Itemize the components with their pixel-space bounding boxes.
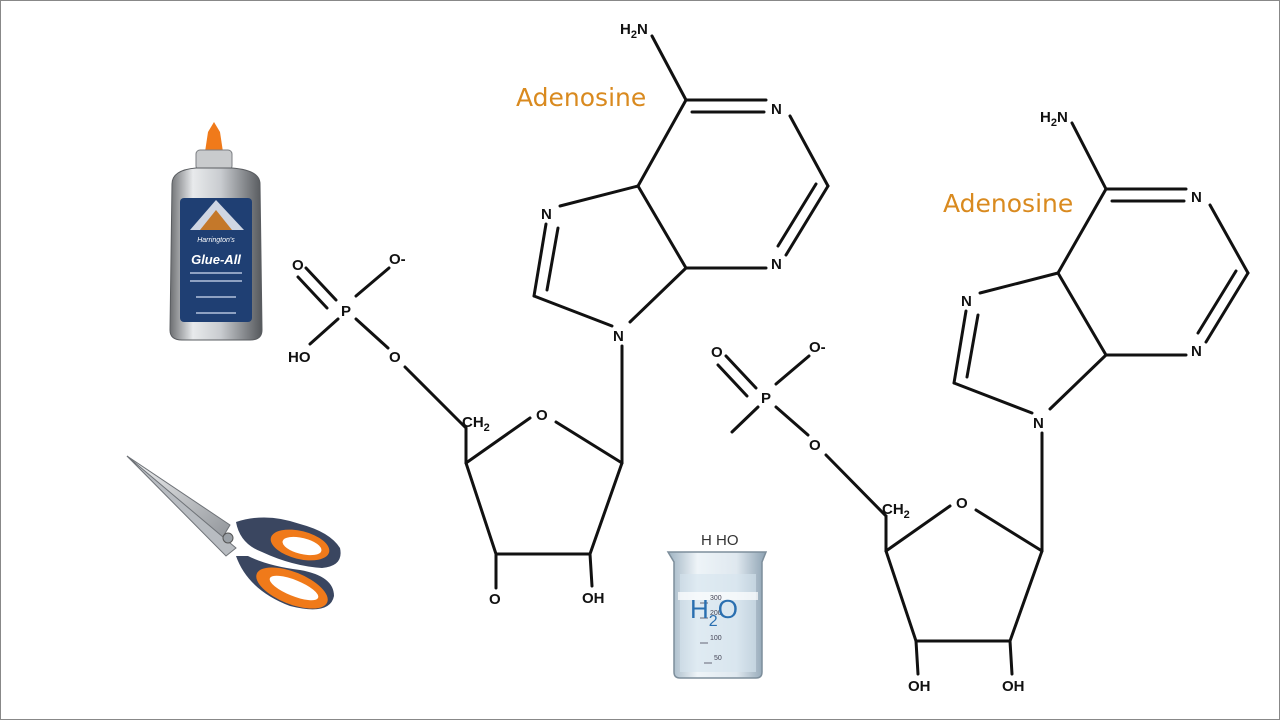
- left-amine-label: H2N: [620, 21, 648, 41]
- right-amine-label: H2N: [1040, 109, 1068, 129]
- beaker-mark-50: 50: [714, 655, 722, 662]
- glue-brand-text: Harrington's: [197, 237, 235, 244]
- water-beaker: H HO 300 200 100 50 H2O: [666, 532, 768, 679]
- left-2prime-hydroxyl: OH: [582, 590, 605, 607]
- beaker-mark-200: 200: [710, 610, 722, 617]
- removed-water-atoms: H HO: [701, 532, 739, 549]
- water-formula: H2O: [690, 594, 738, 630]
- right-adenosine-label: Adenosine: [943, 189, 1073, 218]
- left-n7-label: N: [541, 206, 552, 223]
- left-nucleotide: H2N N N N N O O- P HO O CH2 O O OH Adeno…: [288, 21, 830, 608]
- left-phosphate-o-double: O: [292, 257, 304, 274]
- right-2prime-hydroxyl: OH: [1002, 678, 1025, 695]
- right-ring-oxygen: O: [956, 495, 968, 512]
- left-ch2-label: CH2: [462, 414, 490, 434]
- left-phosphate-o-minus: O-: [389, 251, 406, 268]
- right-nucleotide: H2N N N N N O O- P O CH2 O OH OH Adenosi…: [711, 109, 1250, 695]
- right-phosphate-o-double: O: [711, 344, 723, 361]
- right-bonds: [716, 121, 1250, 676]
- right-ch2-label: CH2: [882, 501, 910, 521]
- left-n3-label: N: [771, 256, 782, 273]
- scissors-image: [126, 455, 341, 610]
- right-phosphorus: P: [761, 390, 771, 407]
- left-ester-oxygen: O: [389, 349, 401, 366]
- left-phosphate-hydroxyl: HO: [288, 349, 311, 366]
- left-ring-oxygen: O: [536, 407, 548, 424]
- left-adenosine-label: Adenosine: [516, 83, 646, 112]
- left-3prime-oxygen: O: [489, 591, 501, 608]
- right-n7-label: N: [961, 293, 972, 310]
- left-bonds: [296, 34, 830, 590]
- beaker-mark-100: 100: [710, 635, 722, 642]
- right-n3-label: N: [1191, 343, 1202, 360]
- right-n9-label: N: [1033, 415, 1044, 432]
- left-n9-label: N: [613, 328, 624, 345]
- right-ester-oxygen: O: [809, 437, 821, 454]
- left-phosphorus: P: [341, 303, 351, 320]
- right-phosphate-o-minus: O-: [809, 339, 826, 356]
- right-3prime-hydroxyl: OH: [908, 678, 931, 695]
- right-atoms: H2N N N N N O O- P O CH2 O OH OH Adenosi…: [711, 109, 1202, 695]
- glue-bottle-image: Harrington's Glue-All: [169, 122, 263, 341]
- right-n1-label: N: [1191, 189, 1202, 206]
- glue-product-text: Glue-All: [191, 252, 241, 267]
- beaker-mark-300: 300: [710, 595, 722, 602]
- left-n1-label: N: [771, 101, 782, 118]
- left-atoms: H2N N N N N O O- P HO O CH2 O O OH Adeno…: [288, 21, 782, 608]
